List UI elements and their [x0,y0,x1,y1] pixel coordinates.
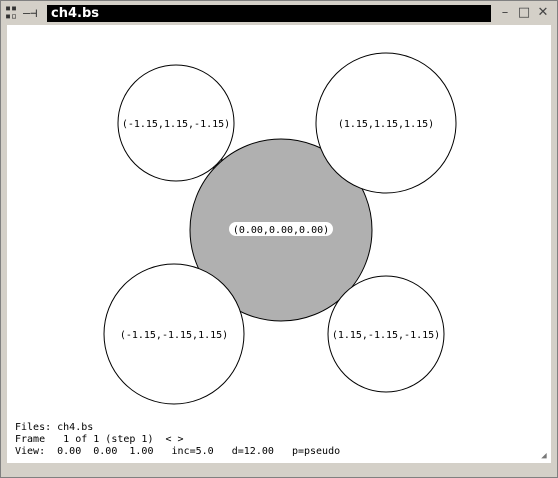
center-label-bg [229,222,333,236]
sphere-bottom-left[interactable] [103,263,245,405]
title-bar[interactable]: ▪▪▪▫ –⊣ ch4.bs – □ ✕ [1,1,557,25]
scene-svg: (0.00,0.00,0.00) (-1.15,1.15,-1.15) (1.1… [103,52,457,405]
window-menu-icon[interactable]: ▪▪▪▫ [5,3,18,22]
sphere-bottom-right[interactable] [327,275,445,393]
files-status: Files: ch4.bs [15,422,94,433]
center-label: (0.00,0.00,0.00) [233,225,329,236]
pin-icon[interactable]: –⊣ [23,6,38,20]
resize-grip-icon[interactable]: ◢ [541,451,547,461]
sphere-bottom-right-label: (1.15,-1.15,-1.15) [332,330,440,341]
sphere-top-right[interactable] [315,52,457,194]
sphere-top-left-label: (-1.15,1.15,-1.15) [122,119,230,130]
close-button[interactable]: ✕ [537,5,549,20]
sphere-top-right-label: (1.15,1.15,1.15) [338,119,434,130]
minimize-button[interactable]: – [501,5,509,20]
maximize-button[interactable]: □ [517,5,531,20]
title-area[interactable]: ch4.bs [47,5,491,22]
window-title: ch4.bs [51,6,99,21]
frame-status: Frame 1 of 1 (step 1) < > [15,434,184,445]
sphere-bottom-left-label: (-1.15,-1.15,1.15) [120,330,228,341]
render-canvas[interactable]: (0.00,0.00,0.00) (-1.15,1.15,-1.15) (1.1… [7,25,551,463]
view-status: View: 0.00 0.00 1.00 inc=5.0 d=12.00 p=p… [15,446,341,457]
sphere-top-left[interactable] [117,64,235,182]
